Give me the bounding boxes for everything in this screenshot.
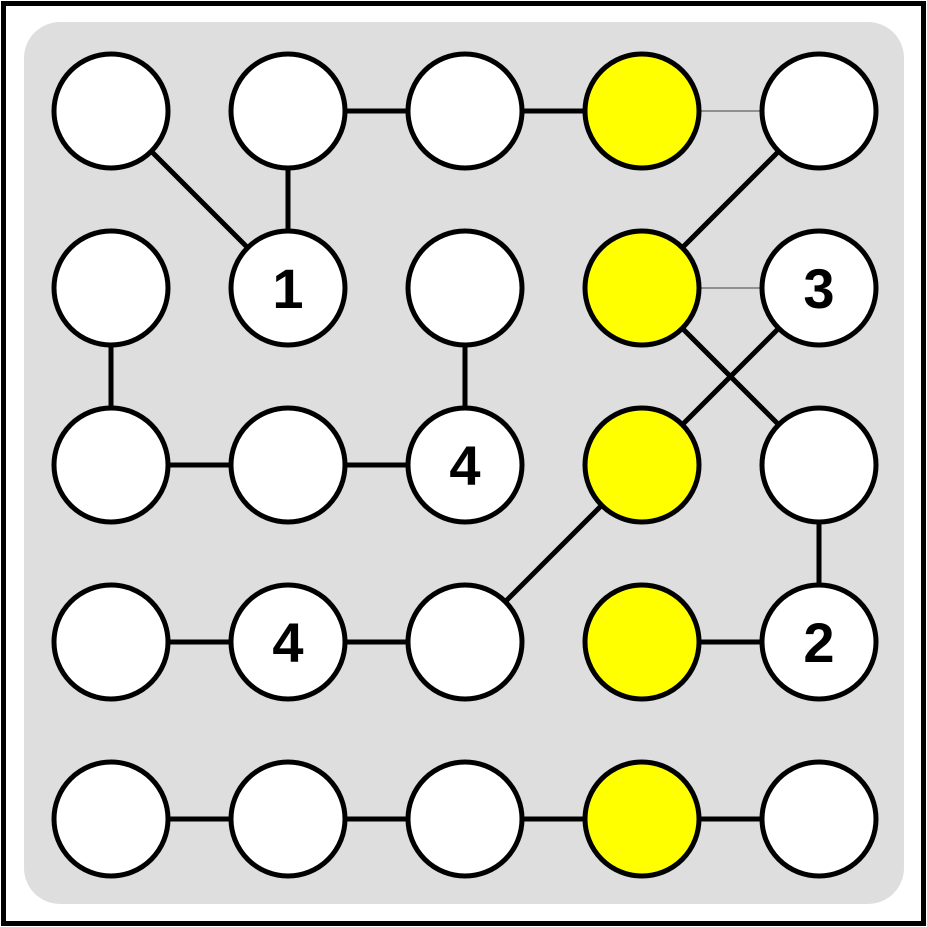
node-circle[interactable]: [228, 51, 348, 171]
node-circle[interactable]: [51, 759, 171, 879]
node-circle[interactable]: [582, 51, 702, 171]
node-number-label: 4: [272, 611, 303, 674]
node-r4-c2[interactable]: [405, 759, 525, 879]
node-number-label: 1: [272, 257, 303, 320]
node-r1-c4[interactable]: 3: [759, 228, 879, 348]
node-number-label: 4: [449, 434, 480, 497]
node-circle[interactable]: [759, 405, 879, 525]
node-r3-c1[interactable]: 4: [228, 582, 348, 702]
node-circle[interactable]: [582, 405, 702, 525]
node-r1-c0[interactable]: [51, 228, 171, 348]
node-r2-c2[interactable]: 4: [405, 405, 525, 525]
node-r3-c3[interactable]: [582, 582, 702, 702]
node-r3-c2[interactable]: [405, 582, 525, 702]
node-r1-c2[interactable]: [405, 228, 525, 348]
node-circle[interactable]: [405, 228, 525, 348]
node-circle[interactable]: [405, 759, 525, 879]
node-circle[interactable]: [405, 51, 525, 171]
node-circle[interactable]: [759, 759, 879, 879]
node-circle[interactable]: [228, 759, 348, 879]
node-r0-c2[interactable]: [405, 51, 525, 171]
node-r4-c1[interactable]: [228, 759, 348, 879]
node-number-label: 3: [803, 257, 834, 320]
node-r3-c4[interactable]: 2: [759, 582, 879, 702]
node-circle[interactable]: [405, 405, 525, 525]
node-r2-c4[interactable]: [759, 405, 879, 525]
node-circle[interactable]: [228, 405, 348, 525]
node-circle[interactable]: [759, 582, 879, 702]
node-circle[interactable]: [228, 582, 348, 702]
node-r3-c0[interactable]: [51, 582, 171, 702]
node-circle[interactable]: [405, 582, 525, 702]
node-r0-c4[interactable]: [759, 51, 879, 171]
node-circle[interactable]: [759, 228, 879, 348]
node-r0-c0[interactable]: [51, 51, 171, 171]
node-r1-c3[interactable]: [582, 228, 702, 348]
node-circle[interactable]: [759, 51, 879, 171]
node-r4-c3[interactable]: [582, 759, 702, 879]
node-r0-c1[interactable]: [228, 51, 348, 171]
node-circle[interactable]: [582, 228, 702, 348]
node-r0-c3[interactable]: [582, 51, 702, 171]
node-r2-c0[interactable]: [51, 405, 171, 525]
node-circle[interactable]: [582, 582, 702, 702]
node-r2-c3[interactable]: [582, 405, 702, 525]
nodes-layer: 1 3 4 4 2: [51, 51, 879, 879]
node-circle[interactable]: [51, 405, 171, 525]
node-circle[interactable]: [582, 759, 702, 879]
node-circle[interactable]: [51, 51, 171, 171]
node-circle[interactable]: [51, 582, 171, 702]
node-number-label: 2: [803, 611, 834, 674]
node-circle[interactable]: [51, 228, 171, 348]
node-r4-c4[interactable]: [759, 759, 879, 879]
node-r1-c1[interactable]: 1: [228, 228, 348, 348]
node-r4-c0[interactable]: [51, 759, 171, 879]
node-r2-c1[interactable]: [228, 405, 348, 525]
node-circle[interactable]: [228, 228, 348, 348]
